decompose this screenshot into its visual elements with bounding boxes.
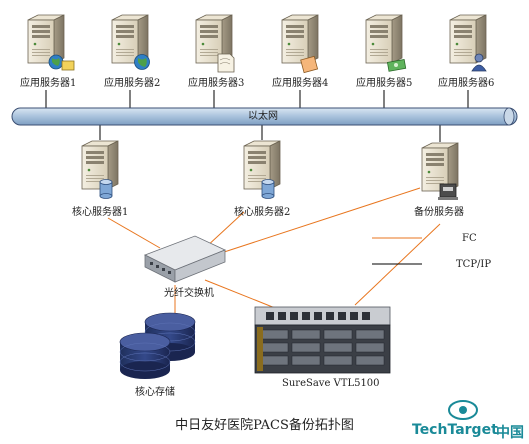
legend-tcpip-label: TCP/IP: [456, 259, 492, 270]
fc-link-backup-switch: [214, 187, 421, 256]
storage-label: 核心存储: [135, 387, 175, 398]
folder-icon: [61, 60, 75, 71]
database-icon: [99, 179, 113, 199]
app-server-4-label: 应用服务器4: [272, 78, 329, 89]
app-server-6: [449, 14, 487, 72]
app-server-5-label: 应用服务器5: [356, 78, 413, 89]
core-server-2: [243, 140, 281, 199]
user-icon: [474, 53, 484, 63]
techtarget-logo: [448, 400, 478, 420]
database-icon: [261, 179, 275, 199]
app-server-1: [27, 14, 75, 71]
app-server-6-label: 应用服务器6: [438, 78, 495, 89]
fc-link-core1-switch: [107, 217, 161, 249]
fc-link-switch-vtl: [204, 279, 276, 309]
app-server-3: [195, 14, 235, 73]
ethernet-label: 以太网: [248, 111, 278, 122]
vtl-label: SureSave VTL5100: [282, 378, 380, 389]
app-server-4: [281, 14, 319, 74]
app-server-5: [365, 14, 407, 72]
disk-stack-front: [119, 332, 171, 379]
vtl-appliance: [254, 306, 391, 374]
ethernet-bus: [11, 107, 518, 126]
backup-drive-icon: [438, 183, 458, 200]
fc-links: [107, 187, 441, 318]
switch-label: 光纤交换机: [164, 288, 214, 299]
document-icon: [217, 53, 235, 73]
core-server-2-label: 核心服务器2: [234, 207, 291, 218]
legend-fc-label: FC: [462, 233, 477, 244]
brand-cn: 中国: [496, 425, 524, 441]
fibre-switch: [144, 235, 227, 283]
diagram-caption: 中日友好医院PACS备份拓扑图: [175, 418, 354, 433]
core-storage: [119, 312, 196, 379]
brand-name: TechTarget: [412, 422, 498, 438]
fc-link-core2-switch: [204, 211, 245, 249]
backup-server: [421, 142, 459, 200]
app-server-2: [111, 14, 150, 70]
tcpip-links: [45, 90, 469, 142]
mail-icon: [300, 55, 319, 74]
core-server-1: [81, 140, 119, 199]
app-server-2-label: 应用服务器2: [104, 78, 161, 89]
backup-server-label: 备份服务器: [414, 207, 464, 218]
app-server-1-label: 应用服务器1: [20, 78, 77, 89]
app-server-3-label: 应用服务器3: [188, 78, 245, 89]
core-server-1-label: 核心服务器1: [72, 207, 129, 218]
